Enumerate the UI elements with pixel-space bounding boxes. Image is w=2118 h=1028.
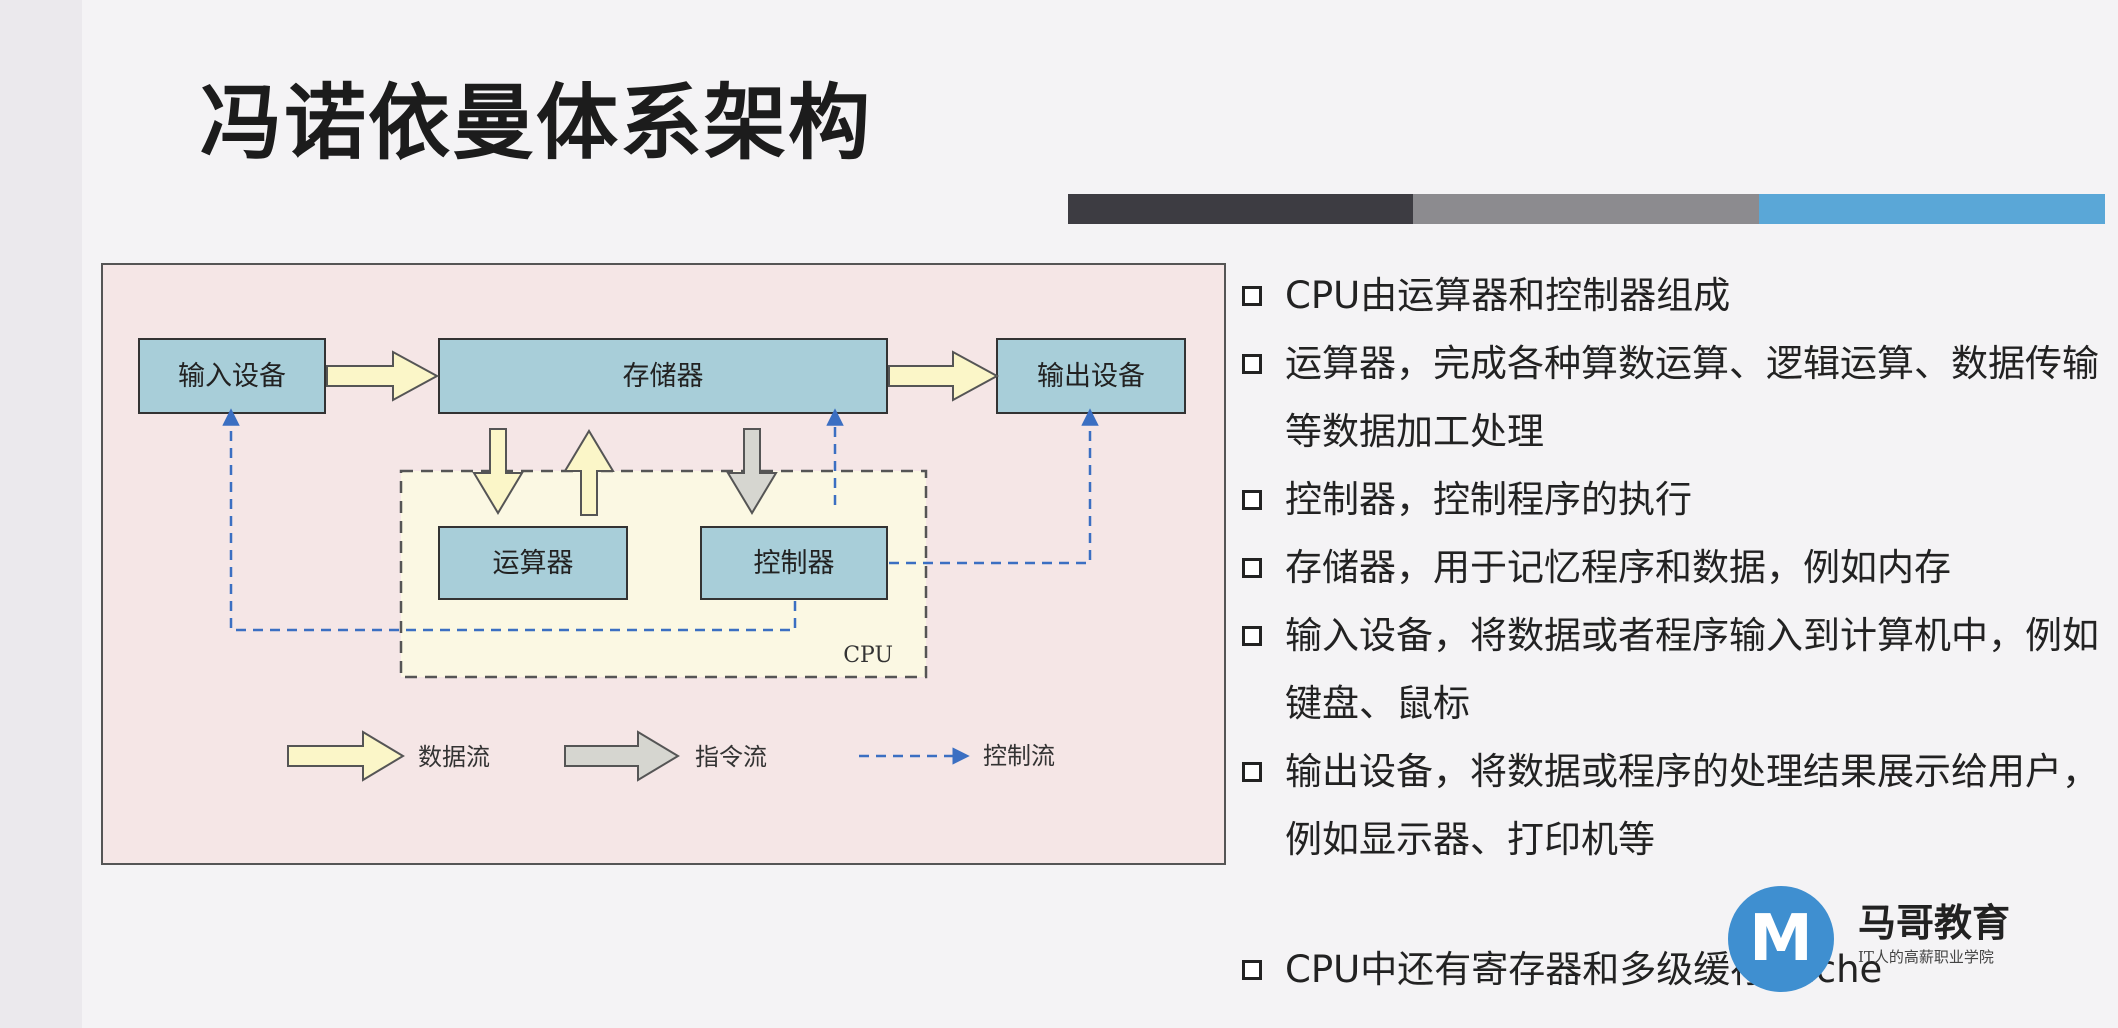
bullet-text: CPU由运算器和控制器组成 (1285, 274, 1731, 317)
logo-name: 马哥教育 (1858, 901, 2011, 945)
data-arrow-memory-to-alu (472, 428, 524, 515)
legend-data-label: 数据流 (418, 743, 490, 771)
bullet-text: 输入设备，将数据或者程序输入到计算机中，例如键盘、鼠标 (1285, 614, 2099, 725)
bullet-text: 控制器，控制程序的执行 (1285, 478, 1692, 521)
header-stripe-dark (1068, 194, 1413, 224)
square-bullet-icon (1242, 558, 1262, 578)
legend-data-arrow (287, 730, 405, 782)
input-device-box (138, 338, 326, 414)
data-arrow-memory-to-output (888, 350, 1000, 402)
legend-instruction-arrow (564, 730, 680, 782)
slide-title: 冯诺依曼体系架构 (200, 76, 873, 171)
memory-label: 存储器 (623, 361, 704, 392)
diagram-canvas: CPU 输入设备 存储器 输出设备 运算器 控制器 数据流 指令流 控制流 (138, 338, 1186, 782)
square-bullet-icon (1242, 490, 1262, 510)
alu-label: 运算器 (493, 548, 574, 579)
bullet-item: 运算器，完成各种算数运算、逻辑运算、数据传输等数据加工处理 (1240, 330, 2100, 466)
bullet-text: 存储器，用于记忆程序和数据，例如内存 (1285, 546, 1951, 589)
cpu-label: CPU (843, 643, 893, 668)
header-stripe-blue (1759, 194, 2105, 224)
von-neumann-diagram: CPU 输入设备 存储器 输出设备 运算器 控制器 数据流 指令流 控制流 (101, 263, 1226, 865)
header-stripe-gray (1413, 194, 1759, 224)
data-arrow-input-to-memory (326, 350, 440, 402)
instruction-arrow-memory-to-controller (726, 428, 778, 515)
left-edge (0, 0, 82, 1028)
square-bullet-icon (1242, 286, 1262, 306)
bullet-text: 输出设备，将数据或程序的处理结果展示给用户，例如显示器、打印机等 (1285, 750, 2099, 861)
logo-slogan: IT人的高薪职业学院 (1858, 948, 1994, 966)
brand-logo: M 马哥教育 IT人的高薪职业学院 (1728, 886, 2028, 996)
bullet-item: 存储器，用于记忆程序和数据，例如内存 (1240, 534, 2100, 602)
square-bullet-icon (1242, 762, 1262, 782)
bullet-text: 运算器，完成各种算数运算、逻辑运算、数据传输等数据加工处理 (1285, 342, 2099, 453)
legend-instruction-label: 指令流 (695, 743, 767, 771)
bullet-item: CPU由运算器和控制器组成 (1240, 262, 2100, 330)
bullet-item: 控制器，控制程序的执行 (1240, 466, 2100, 534)
square-bullet-icon (1242, 626, 1262, 646)
logo-icon: M (1728, 886, 1834, 992)
input-device-label: 输入设备 (178, 361, 286, 392)
control-flow-to-output (889, 408, 1099, 565)
bullet-item: 输入设备，将数据或者程序输入到计算机中，例如键盘、鼠标 (1240, 602, 2100, 738)
alu-box (438, 526, 628, 600)
legend-control-label: 控制流 (983, 742, 1055, 770)
output-device-label: 输出设备 (1037, 361, 1145, 392)
bullet-item: 输出设备，将数据或程序的处理结果展示给用户，例如显示器、打印机等 (1240, 738, 2100, 874)
control-flow-to-input (222, 408, 797, 632)
controller-label: 控制器 (754, 548, 835, 579)
controller-box (700, 526, 888, 600)
square-bullet-icon (1242, 960, 1262, 980)
square-bullet-icon (1242, 354, 1262, 374)
data-arrow-alu-to-memory (563, 429, 615, 516)
